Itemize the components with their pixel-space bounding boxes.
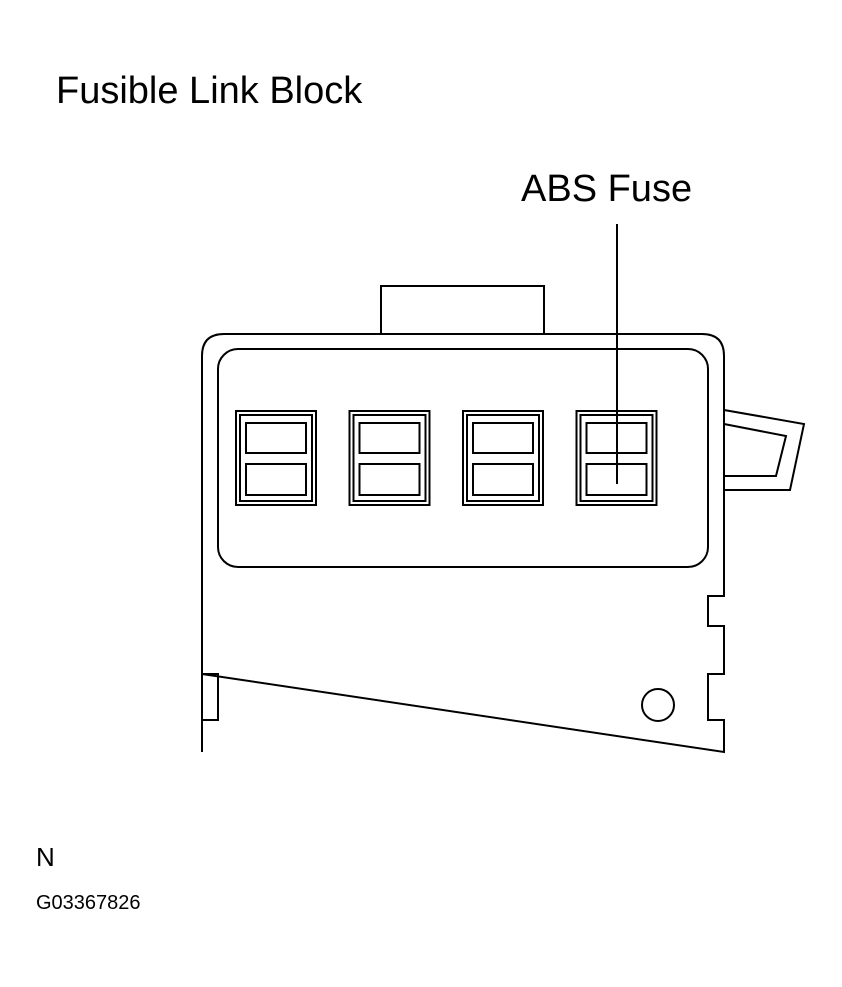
fuse-slot-outer-frame (235, 410, 317, 506)
fuse-slot (462, 410, 544, 506)
top-tab (380, 285, 545, 334)
fuse-terminal-upper (245, 422, 307, 454)
housing-outline (201, 333, 725, 754)
fuse-slot-inner-frame (466, 414, 540, 502)
fuse-slot-inner-frame (352, 414, 427, 502)
fuse-slots (235, 410, 658, 506)
fuse-terminal-lower (358, 463, 421, 496)
fuse-terminal-lower (245, 463, 307, 496)
figure-code-id: G03367826 (36, 892, 141, 914)
side-clip (723, 409, 806, 491)
fuse-panel (217, 348, 709, 568)
fuse-slot-outer-frame (462, 410, 544, 506)
fuse-slot-inner-frame (239, 414, 313, 502)
fuse-terminal-upper (358, 422, 421, 454)
fuse-terminal-lower (472, 463, 534, 496)
fuse-slot-outer-frame (348, 410, 431, 506)
mounting-hole (641, 688, 675, 722)
fuse-slot (235, 410, 317, 506)
abs-fuse-callout-label: ABS Fuse (521, 168, 693, 210)
fuse-terminal-upper (472, 422, 534, 454)
figure-code-letter: N (36, 842, 55, 872)
diagram-title: Fusible Link Block (56, 70, 363, 112)
fuse-slot (348, 410, 431, 506)
